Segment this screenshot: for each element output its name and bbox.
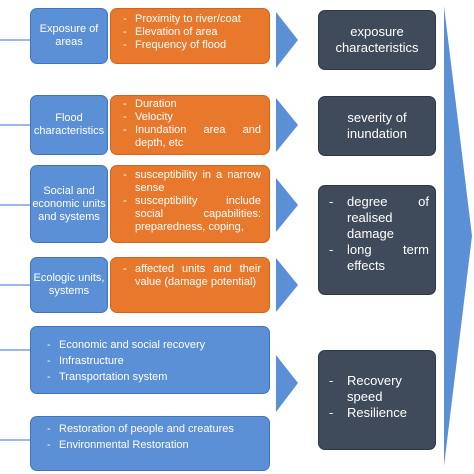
right-box-recovery: Recovery speed Resilience <box>318 350 436 450</box>
orange-box-social: susceptibility in a narrow sense suscept… <box>110 165 270 243</box>
arrow-3 <box>276 178 298 232</box>
right-box-severity: severity of inundation <box>318 96 436 156</box>
arrow-1 <box>276 12 298 68</box>
orange-item: Proximity to river/coat <box>119 13 261 26</box>
wide-item: Economic and social recovery <box>43 337 257 353</box>
wide-item: Transportation system <box>43 369 257 385</box>
wide-item: Restoration of people and creatures <box>43 421 257 437</box>
right-box-exposure-characteristics: exposure characteristics <box>318 10 436 70</box>
orange-item: affected units and their value (damage p… <box>119 263 261 289</box>
wide-item: Environmental Restoration <box>43 437 257 453</box>
recovery-item: Resilience <box>325 405 429 421</box>
damage-item: degree of realised damage <box>325 194 429 242</box>
recovery-item: Recovery speed <box>325 373 429 405</box>
orange-item: Elevation of area <box>119 26 261 39</box>
orange-item: Frequency of flood <box>119 39 261 52</box>
orange-item: susceptibility include social capabiliti… <box>119 195 261 234</box>
left-label-ecologic: Ecologic units, systems <box>30 257 108 313</box>
orange-item: susceptibility in a narrow sense <box>119 169 261 195</box>
arrow-5 <box>276 355 298 412</box>
wide-box-recovery: Economic and social recovery Infrastruct… <box>30 326 270 394</box>
arrow-4 <box>276 258 298 312</box>
arrow-2 <box>276 98 298 152</box>
orange-item: Duration <box>119 98 261 111</box>
orange-item: Inundation area and depth, etc <box>119 124 261 150</box>
orange-box-exposure: Proximity to river/coat Elevation of are… <box>110 8 270 64</box>
orange-box-ecologic: affected units and their value (damage p… <box>110 257 270 313</box>
wide-item: Infrastructure <box>43 353 257 369</box>
right-box-damage: degree of realised damage long term effe… <box>318 185 436 295</box>
wide-box-restoration: Restoration of people and creatures Envi… <box>30 416 270 471</box>
left-label-flood: Flood characteristics <box>30 95 108 155</box>
big-arrow <box>444 6 472 466</box>
left-label-exposure: Exposure of areas <box>30 8 108 64</box>
orange-item: Velocity <box>119 111 261 124</box>
left-label-social: Social and economic units and systems <box>30 165 108 243</box>
orange-box-flood: Duration Velocity Inundation area and de… <box>110 95 270 155</box>
damage-item: long term effects <box>325 242 429 274</box>
